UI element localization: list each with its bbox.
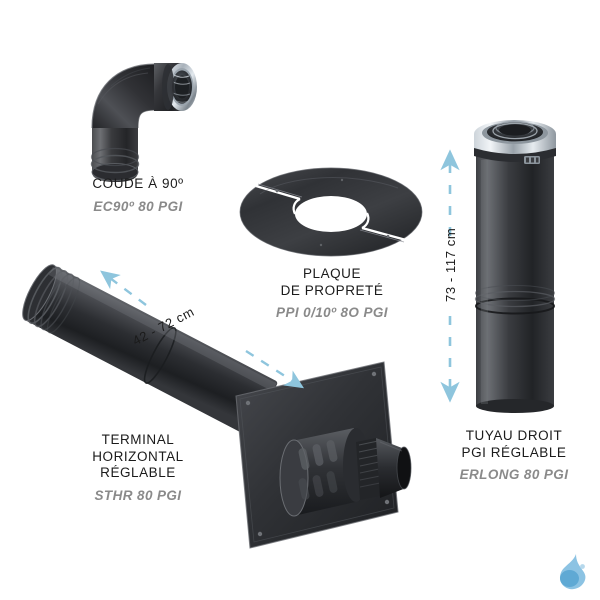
product-code-horizontal-terminal: STHR 80 PGI: [94, 487, 182, 503]
label-horizontal-terminal: TERMINAL HORIZONTAL RÉGLABLE STHR 80 PGI: [48, 432, 228, 504]
dimension-arrow-pipe-height: [436, 148, 464, 404]
water-drop-logo: [552, 552, 592, 594]
label-elbow-90: COUDE À 90º EC90º 80 PGI: [48, 176, 228, 215]
product-code-wall-rosette: PPI 0/10º 8O PGI: [276, 305, 388, 320]
product-image-wall-rosette: [238, 166, 424, 258]
product-code-elbow-90: EC90º 80 PGI: [93, 198, 183, 214]
product-image-elbow-90: [78, 48, 208, 183]
dimension-arrow-terminal-length: [86, 258, 316, 398]
dimension-label-pipe-height: 73 - 117 cm: [443, 227, 458, 302]
label-wall-rosette: PLAQUE DE PROPRETÉ PPI 0/10º 8O PGI: [246, 266, 418, 321]
product-image-horizontal-terminal: [22, 262, 424, 562]
product-title-horizontal-terminal: TERMINAL HORIZONTAL RÉGLABLE: [92, 432, 184, 480]
product-title-elbow-90: COUDE À 90º: [92, 176, 184, 191]
product-code-straight-pipe: ERLONG 80 PGI: [459, 467, 569, 482]
product-title-wall-rosette: PLAQUE DE PROPRETÉ: [280, 266, 384, 298]
product-title-straight-pipe: TUYAU DROIT PGI RÉGLABLE: [461, 428, 567, 460]
product-image-straight-pipe: [468, 100, 564, 413]
label-straight-pipe: TUYAU DROIT PGI RÉGLABLE ERLONG 80 PGI: [426, 428, 600, 483]
